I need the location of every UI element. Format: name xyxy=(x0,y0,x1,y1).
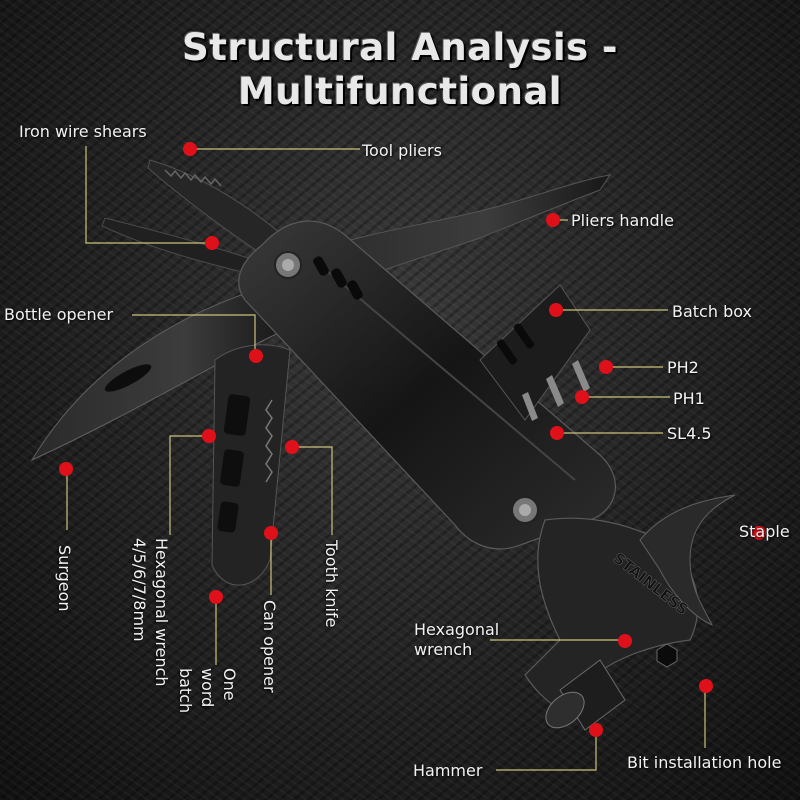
bit-box xyxy=(479,284,591,421)
hammer-striker xyxy=(545,691,585,729)
title-line-2: Multifunctional xyxy=(237,70,563,113)
wrench-slot-1 xyxy=(223,394,251,436)
leader-iron-wire-shears xyxy=(85,146,212,244)
label-staple: Staple xyxy=(739,522,790,541)
label-tool-pliers: Tool pliers xyxy=(362,141,442,160)
marker-ph1 xyxy=(575,390,589,404)
label-iron-wire-shears: Iron wire shears xyxy=(19,122,147,141)
leader-bottle-opener xyxy=(132,314,256,355)
pliers-handle-arm xyxy=(299,174,612,291)
marker-tool-pliers xyxy=(183,142,197,156)
marker-staple xyxy=(752,526,766,540)
leader-tooth-knife xyxy=(292,446,333,535)
marker-bottle-opener xyxy=(249,349,263,363)
bottom-screw-center xyxy=(519,504,531,516)
leader-hammer xyxy=(496,731,597,771)
label-sl45: SL4.5 xyxy=(667,424,712,443)
hammer-claw xyxy=(639,494,736,627)
grip-slot-1 xyxy=(313,256,329,276)
top-screw-center xyxy=(282,259,294,271)
marker-surgeon xyxy=(59,462,73,476)
label-surgeon: Surgeon xyxy=(55,545,74,612)
wrench-slot-2 xyxy=(220,449,244,487)
marker-tooth-knife xyxy=(285,440,299,454)
marker-hexagonal-wrench-head xyxy=(618,634,632,648)
marker-bit-installation-hole xyxy=(699,679,713,693)
marker-hexagonal-wrench xyxy=(202,429,216,443)
pliers-teeth xyxy=(164,169,222,187)
marker-iron-wire-shears xyxy=(205,236,219,250)
marker-hammer xyxy=(589,723,603,737)
handle-highlight xyxy=(319,264,576,481)
label-ph2: PH2 xyxy=(667,358,699,377)
label-hexagonal-wrench-line-2: wrench xyxy=(414,640,473,659)
marker-batch-box xyxy=(549,303,563,317)
marker-can-opener xyxy=(264,526,278,540)
label-hexagonal-wrench-sizes: Hexagonal wrench 4/5/6/7/8mm xyxy=(130,538,171,687)
marker-pliers-handle xyxy=(546,213,560,227)
leader-lines xyxy=(66,146,706,771)
grip-slot-3 xyxy=(347,280,363,300)
marker-ph2 xyxy=(599,360,613,374)
title-line-1: Structural Analysis - xyxy=(182,26,618,69)
wrench-slot-3 xyxy=(217,501,239,533)
label-tooth-knife: Tooth knife xyxy=(322,540,341,628)
bit-sl45 xyxy=(522,392,538,421)
bit-ph1 xyxy=(546,375,564,407)
label-batch-box: Batch box xyxy=(672,302,752,321)
label-bottle-opener: Bottle opener xyxy=(4,305,114,324)
label-ph1: PH1 xyxy=(673,389,705,408)
bit-box-slot-2 xyxy=(513,323,535,349)
hex-hole xyxy=(656,643,678,668)
knife-thumb-hole xyxy=(104,364,152,392)
label-one-word-batch: One word batch xyxy=(176,668,239,714)
marker-sl45 xyxy=(550,426,564,440)
grip-slot-2 xyxy=(331,268,347,288)
bit-box-slot-1 xyxy=(496,339,518,365)
label-bit-installation-hole: Bit installation hole xyxy=(627,753,782,772)
label-hammer: Hammer xyxy=(413,761,483,780)
leader-hexagonal-wrench xyxy=(169,435,209,535)
marker-one-word-batch xyxy=(209,590,223,604)
label-can-opener: Can opener xyxy=(260,600,279,693)
label-hexagonal-wrench-line-1: Hexagonal xyxy=(414,620,500,639)
markers xyxy=(59,142,766,737)
tooth-knife-edge xyxy=(265,399,273,483)
label-pliers-handle: Pliers handle xyxy=(571,211,674,230)
bit-ph2 xyxy=(572,360,590,392)
